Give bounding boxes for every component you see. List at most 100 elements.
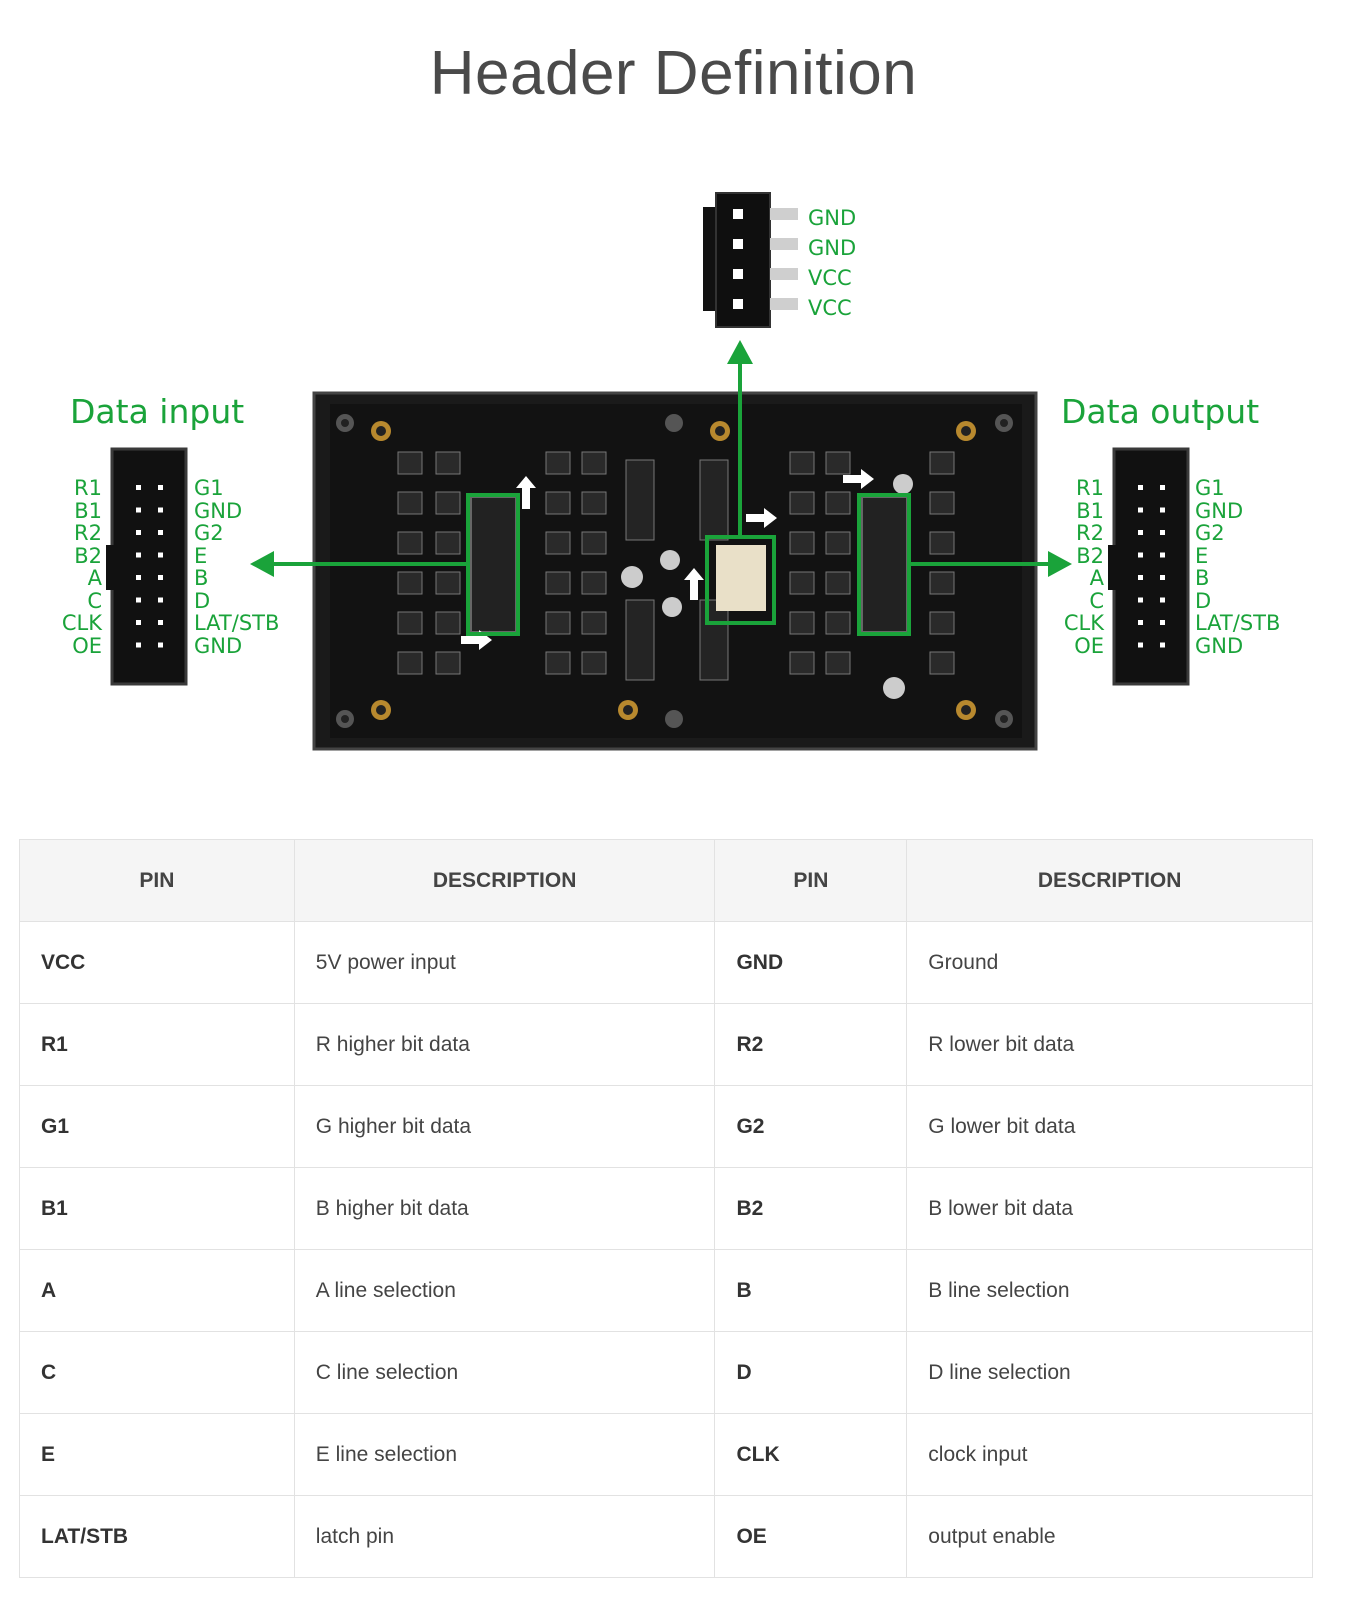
header-pin-dot: [136, 642, 141, 648]
description-cell: C line selection: [293, 1331, 716, 1414]
pin-label: G2: [194, 521, 224, 545]
pcb-chip: [581, 571, 607, 595]
header-pin-dot: [1160, 507, 1165, 513]
pin-label: D: [194, 588, 211, 613]
pcb-chip: [825, 491, 851, 515]
pcb-chip: [397, 611, 423, 635]
pin-label: B1: [74, 498, 102, 523]
output-header-icon: [1108, 447, 1190, 686]
table-row: VCC 5V power input GND Ground: [19, 921, 1313, 1004]
header-pin-dot: [1160, 552, 1165, 558]
power-pin-label: VCC: [808, 266, 852, 290]
header-pin-dot: [158, 530, 163, 535]
pin-label: LAT/STB: [1195, 611, 1281, 635]
header-pin-dot: [158, 507, 163, 513]
header-pin-dot: [136, 552, 141, 558]
description-cell: A line selection: [293, 1249, 716, 1332]
description-cell: 5V power input: [293, 921, 716, 1004]
page-title: Header Definition: [429, 39, 918, 108]
pcb-chip: [545, 611, 571, 635]
pcb-ic: [699, 599, 729, 681]
power-pin-label: GND: [808, 206, 857, 230]
pcb-chip: [581, 451, 607, 475]
table-row: C C line selection D D line selection: [19, 1331, 1313, 1414]
pcb-chip: [825, 451, 851, 475]
pcb-chip: [435, 531, 461, 555]
power-connector-icon: [703, 192, 798, 328]
pin-label: A: [1089, 566, 1104, 590]
header-pin-dot: [1138, 642, 1143, 648]
column-header: DESCRIPTION: [293, 839, 716, 922]
header-pin-dot: [158, 575, 163, 580]
header-pin-dot: [1160, 530, 1165, 535]
pin-label: CLK: [1063, 611, 1104, 635]
column-header: PIN: [19, 839, 295, 922]
power-pin-label: VCC: [808, 296, 852, 320]
pin-label: LAT/STB: [194, 611, 280, 635]
pcb-chip: [545, 491, 571, 515]
pcb-chip: [929, 491, 955, 515]
table-row: LAT/STB latch pin OE output enable: [19, 1495, 1313, 1578]
pcb-chip: [397, 571, 423, 595]
pin-label: G1: [1195, 476, 1225, 500]
pcb-chip: [789, 611, 815, 635]
pin-label: CLK: [61, 611, 102, 635]
pin-cell: C: [19, 1331, 295, 1414]
pin-definition-table: PIN DESCRIPTION PIN DESCRIPTION VCC 5V p…: [19, 839, 1313, 1578]
led-panel-board-icon: [312, 391, 1038, 751]
description-cell: G lower bit data: [906, 1085, 1313, 1168]
pin-label: G1: [194, 476, 224, 500]
pcb-chip: [825, 571, 851, 595]
table-row: E E line selection CLK clock input: [19, 1413, 1313, 1496]
pcb-chip: [545, 531, 571, 555]
header-pin-dot: [158, 552, 163, 558]
pcb-chip: [435, 571, 461, 595]
pcb-ic: [625, 599, 655, 681]
header-pin-dot: [136, 507, 141, 513]
pin-label: C: [1089, 588, 1104, 613]
pin-label: GND: [194, 633, 243, 658]
pcb-chip: [581, 531, 607, 555]
output-right-pin-labels: G1 GND G2 E B D LAT/STB GND: [1195, 477, 1305, 657]
pin-cell: E: [19, 1413, 295, 1496]
header-pin-dot: [1138, 552, 1143, 558]
header-pin-dot: [1160, 620, 1165, 625]
pcb-chip: [545, 571, 571, 595]
header-pin-dots: [136, 485, 1165, 648]
pcb-chip: [397, 531, 423, 555]
header-pin-dot: [136, 575, 141, 580]
data-output-label: Data output: [1061, 392, 1260, 431]
pin-cell: GND: [714, 921, 908, 1004]
pin-label: OE: [72, 633, 102, 658]
pcb-ic: [625, 459, 655, 541]
power-pin-labels: GND GND VCC VCC: [808, 203, 856, 323]
pin-label: A: [87, 566, 102, 590]
pin-cell: VCC: [19, 921, 295, 1004]
header-pin-dot: [136, 597, 141, 603]
input-left-pin-labels: R1 B1 R2 B2 A C CLK OE: [50, 477, 102, 657]
pin-label: R1: [1076, 476, 1104, 500]
pcb-chip: [545, 651, 571, 675]
header-pin-dot: [158, 485, 163, 490]
pcb-chip: [581, 651, 607, 675]
pcb-chip: [929, 571, 955, 595]
pcb-chip: [929, 451, 955, 475]
description-cell: D line selection: [906, 1331, 1313, 1414]
header-pin-dot: [1160, 597, 1165, 603]
pcb-chip: [397, 491, 423, 515]
pcb-chip: [397, 651, 423, 675]
pin-label: C: [87, 588, 102, 613]
pin-label: E: [1195, 543, 1209, 568]
input-header-icon: [106, 447, 188, 686]
pcb-chip: [789, 491, 815, 515]
description-cell: clock input: [906, 1413, 1313, 1496]
header-pin-dot: [136, 485, 141, 490]
description-cell: Ground: [906, 921, 1313, 1004]
pcb-chip: [789, 651, 815, 675]
column-header: PIN: [714, 839, 908, 922]
table-row: A A line selection B B line selection: [19, 1249, 1313, 1332]
input-right-pin-labels: G1 GND G2 E B D LAT/STB GND: [194, 477, 294, 657]
table-row: B1 B higher bit data B2 B lower bit data: [19, 1167, 1313, 1250]
description-cell: output enable: [906, 1495, 1313, 1578]
description-cell: B line selection: [906, 1249, 1313, 1332]
